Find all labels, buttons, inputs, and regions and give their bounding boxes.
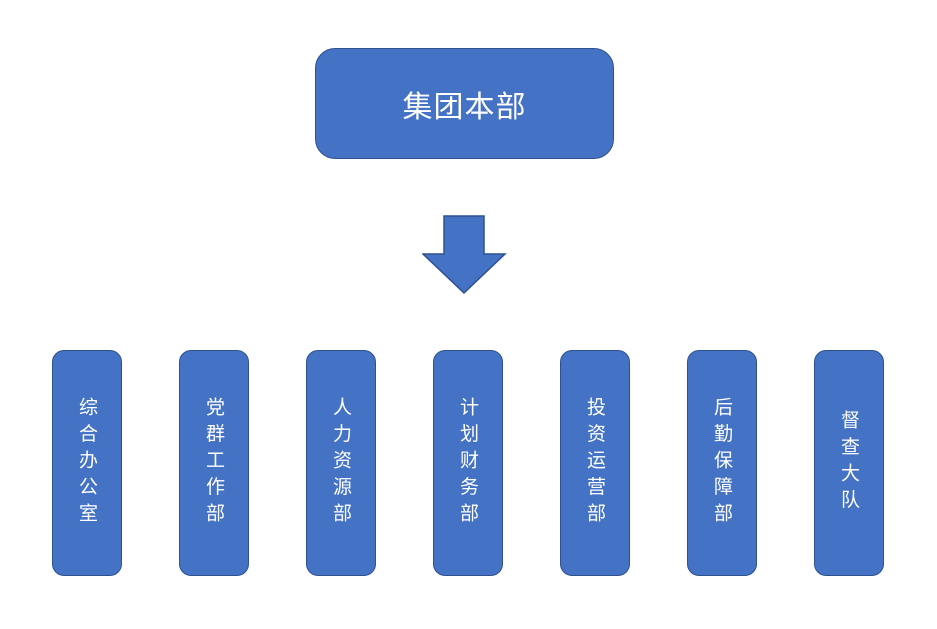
department-box: 计划财务部 <box>433 350 503 576</box>
down-arrow-icon <box>422 215 507 295</box>
department-label: 后勤保障部 <box>711 396 733 530</box>
department-box: 督查大队 <box>814 350 884 576</box>
headquarters-box: 集团本部 <box>315 48 614 159</box>
department-label: 计划财务部 <box>457 396 479 530</box>
department-box: 综合办公室 <box>52 350 122 576</box>
department-label: 人力资源部 <box>330 396 352 530</box>
department-label: 综合办公室 <box>76 396 98 530</box>
department-label: 督查大队 <box>838 410 860 516</box>
department-box: 党群工作部 <box>179 350 249 576</box>
department-box: 人力资源部 <box>306 350 376 576</box>
department-label: 党群工作部 <box>203 396 225 530</box>
department-box: 后勤保障部 <box>687 350 757 576</box>
headquarters-label: 集团本部 <box>402 89 527 125</box>
department-label: 投资运营部 <box>584 396 606 530</box>
department-box: 投资运营部 <box>560 350 630 576</box>
